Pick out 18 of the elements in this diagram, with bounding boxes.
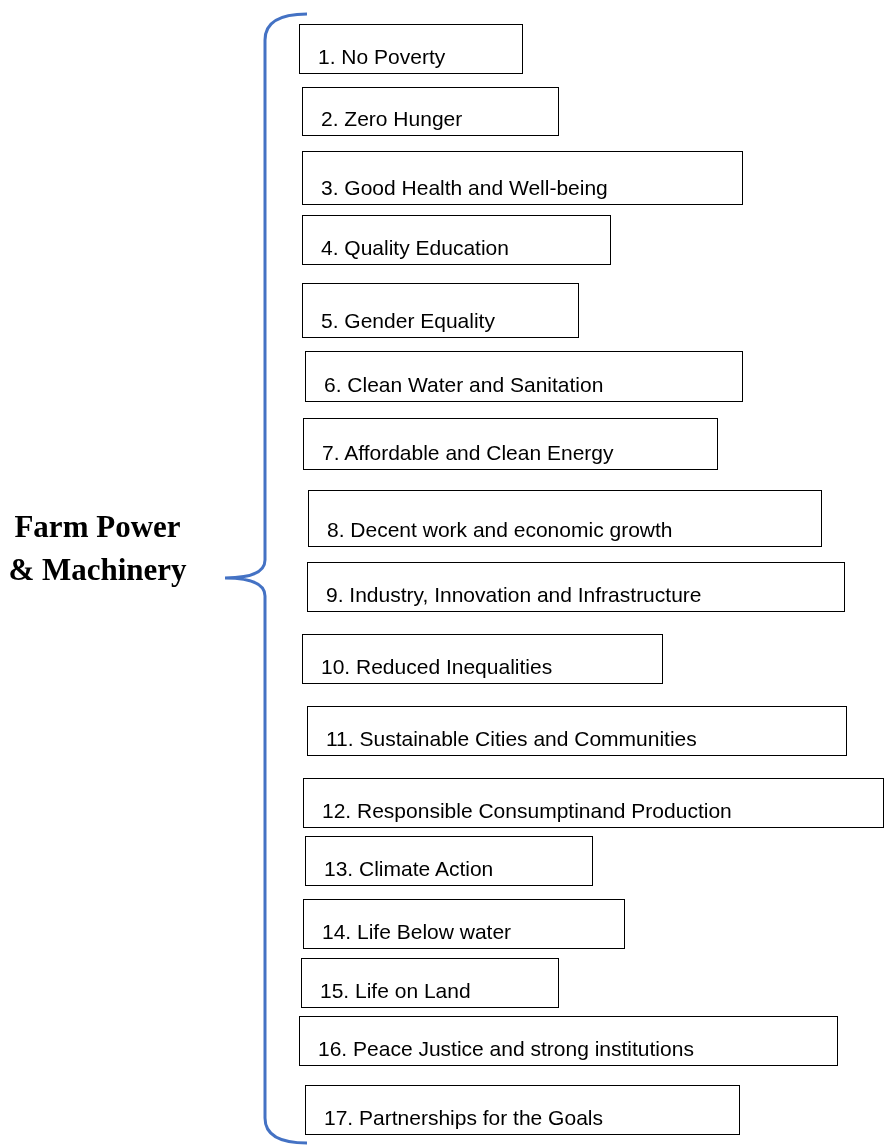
- goal-box: 4. Quality Education: [302, 215, 611, 265]
- goal-box: 10. Reduced Inequalities: [302, 634, 663, 684]
- goal-box: 2. Zero Hunger: [302, 87, 559, 136]
- goal-box: 1. No Poverty: [299, 24, 523, 74]
- goal-box: 12. Responsible Consumptinand Production: [303, 778, 884, 828]
- goal-box: 3. Good Health and Well-being: [302, 151, 743, 205]
- goal-box: 8. Decent work and economic growth: [308, 490, 822, 547]
- goal-box: 15. Life on Land: [301, 958, 559, 1008]
- heading-text: Farm Power & Machinery: [7, 508, 188, 589]
- goal-box: 5. Gender Equality: [302, 283, 579, 338]
- goal-box: 17. Partnerships for the Goals: [305, 1085, 740, 1135]
- goal-box: 9. Industry, Innovation and Infrastructure: [307, 562, 845, 612]
- goal-box: 13. Climate Action: [305, 836, 593, 886]
- goal-box: 7. Affordable and Clean Energy: [303, 418, 718, 470]
- goal-box: 6. Clean Water and Sanitation: [305, 351, 743, 402]
- goal-box: 14. Life Below water: [303, 899, 625, 949]
- goal-box: 11. Sustainable Cities and Communities: [307, 706, 847, 756]
- goal-box: 16. Peace Justice and strong institutions: [299, 1016, 838, 1066]
